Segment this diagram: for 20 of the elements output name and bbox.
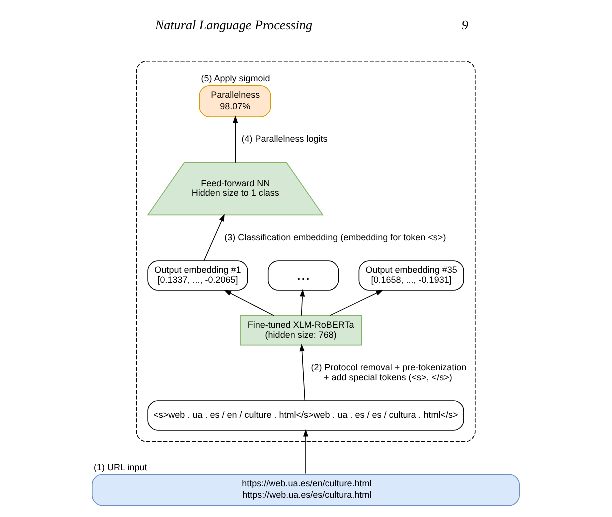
node-label: (1) URL input <box>94 462 148 472</box>
arrow <box>204 214 225 261</box>
edge-label: (2) Protocol removal + pre-tokenization + add special tokens (<s>, </s>) <box>311 362 467 382</box>
arrow <box>233 115 238 163</box>
node-box: <s>web . ua . es / en / culture . html</s>web . ua . es / es / cultura . html</s> <box>148 400 464 430</box>
node-box: ... <box>268 260 340 290</box>
node-box: Fine-tuned XLM-RoBERTa (hidden size: 768) <box>240 314 362 346</box>
label: Natural Language Processing <box>155 16 313 32</box>
cluster <box>136 60 476 442</box>
label: 9 <box>462 16 468 32</box>
arrow <box>300 344 306 401</box>
arrow <box>330 290 384 316</box>
node-box: Output embedding #1 [0.1337, ..., -0.2065] <box>148 260 248 290</box>
arrow <box>303 428 309 474</box>
arrow <box>300 288 306 316</box>
edge-label: (3) Classification embedding (embedding for token <s>) <box>224 232 446 242</box>
node-label: (5) Apply sigmoid <box>201 73 270 84</box>
node-box: Output embedding #35 [0.1658, ..., -0.1931] <box>358 260 464 290</box>
edge-label: (4) Parallelness logits <box>242 134 328 144</box>
arrow <box>224 290 274 316</box>
